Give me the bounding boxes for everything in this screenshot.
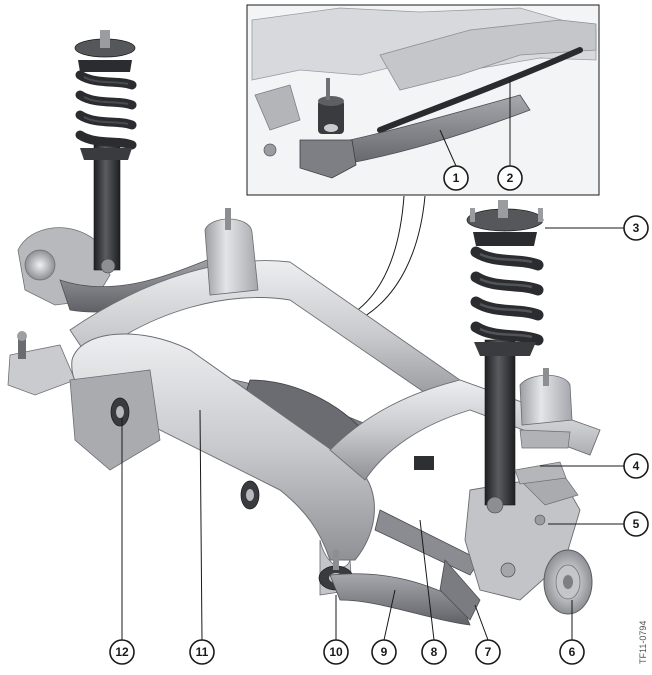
callout-6-label: 6 [569,645,576,659]
callout-1-label: 1 [453,171,460,185]
callout-11: 11 [189,639,215,665]
rubber-mount-12 [110,397,130,427]
callout-8-label: 8 [431,645,438,659]
callout-2: 2 [497,165,523,191]
inset-connector-right [361,195,426,319]
callout-3: 3 [623,215,649,241]
leader-lines [121,80,624,641]
callout-1: 1 [443,165,469,191]
callout-10-label: 10 [329,645,343,659]
callout-10: 10 [323,639,349,665]
figure-code: TF11-0794 [638,621,648,664]
inset-stabilizer-bar [377,47,583,133]
callout-5: 5 [623,511,649,537]
left-spring-strut [74,30,137,274]
inset-crossmember [379,19,597,91]
callout-9-label: 9 [381,645,388,659]
left-rear-mount [204,218,259,296]
inset-connector-left [354,195,405,313]
detail-inset [246,4,600,196]
callout-11-label: 11 [196,645,209,659]
rubber-mount-rear-mid [240,480,260,510]
inset-bracket [254,84,301,131]
main-assembly [7,30,601,626]
callout-4-label: 4 [633,459,640,473]
callout-9: 9 [371,639,397,665]
camber-link [374,509,481,576]
callout-7: 7 [475,639,501,665]
callout-8: 8 [421,639,447,665]
left-coil-spring [75,70,137,150]
upper-control-arm-bracket [514,461,567,485]
sensor-block [414,456,434,470]
inset-control-arm [299,94,531,171]
callout-4: 4 [623,453,649,479]
right-coil-spring [470,246,544,346]
callout-12: 12 [109,639,135,665]
callout-6: 6 [559,639,585,665]
inset-rubber-mount [299,78,357,179]
right-wheel-carrier [464,469,593,615]
callout-5-label: 5 [633,517,640,531]
right-front-mount [519,374,573,426]
callout-7-label: 7 [485,645,492,659]
lower-wishbone [329,573,471,626]
right-spring-strut [466,200,544,514]
callout-12-label: 12 [115,645,129,659]
callout-3-label: 3 [633,221,640,235]
callout-2-label: 2 [507,171,514,185]
inset-bolt [263,143,277,157]
left-damper-tube [93,144,121,271]
toe-link-front [439,559,481,621]
right-damper-tube [484,339,516,506]
front-cross-tube [329,379,601,481]
